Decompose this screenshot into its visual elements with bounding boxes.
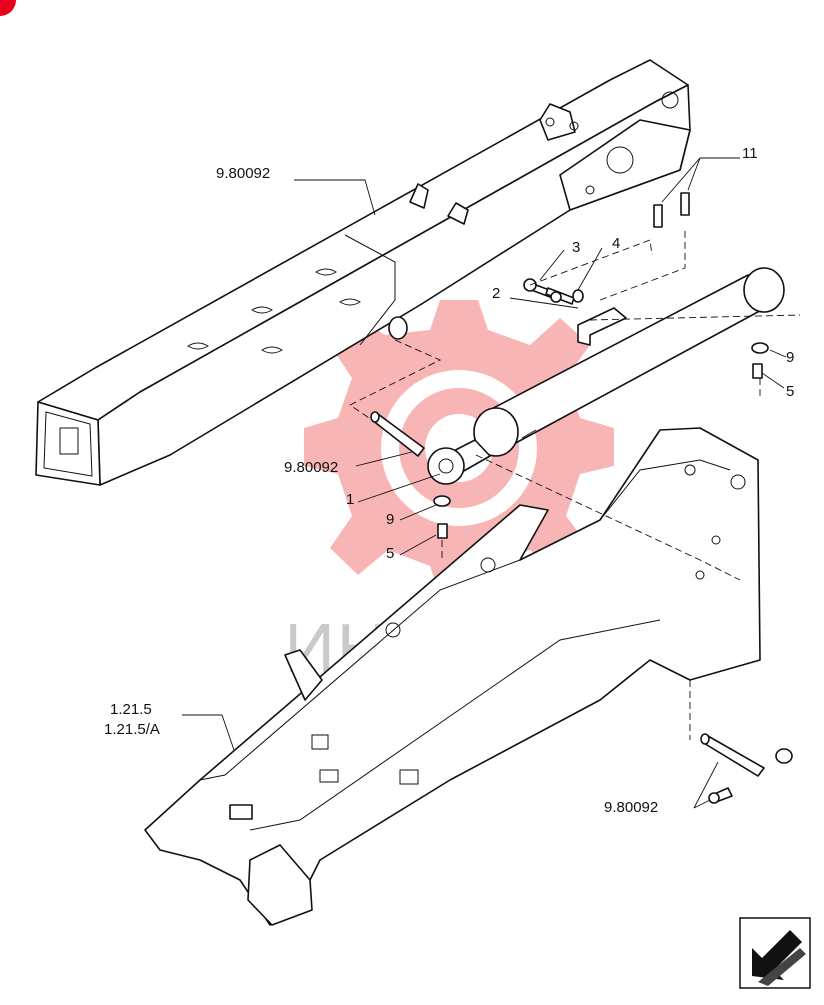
label-item-11: 11 <box>742 145 758 162</box>
next-page-arrow-icon[interactable] <box>739 917 811 989</box>
callout-labels: 9.80092 11 3 4 2 9 5 9.80092 1 9 5 1.21.… <box>104 145 794 816</box>
label-item-5-right: 5 <box>786 383 794 400</box>
leader-lines <box>182 157 787 809</box>
fasteners-group <box>433 192 769 539</box>
label-item-2: 2 <box>492 285 500 302</box>
main-frame <box>144 427 761 926</box>
label-item-9-right: 9 <box>786 349 794 366</box>
red-circle-icon <box>0 0 16 16</box>
label-frame-ref-1: 1.21.5 <box>110 701 152 718</box>
label-item-1: 1 <box>346 491 354 508</box>
pin-bottom <box>700 733 793 804</box>
label-pin-bottom: 9.80092 <box>604 799 658 816</box>
pin-left <box>370 411 425 457</box>
label-item-9-center: 9 <box>386 511 394 528</box>
label-frame-ref-2: 1.21.5/A <box>104 721 160 738</box>
label-item-3: 3 <box>572 239 580 256</box>
label-boom: 9.80092 <box>216 165 270 182</box>
label-pin-left: 9.80092 <box>284 459 338 476</box>
label-item-5-center: 5 <box>386 545 394 562</box>
telescopic-boom <box>35 59 691 486</box>
label-item-4: 4 <box>612 235 620 252</box>
assembly-lines <box>349 230 801 740</box>
